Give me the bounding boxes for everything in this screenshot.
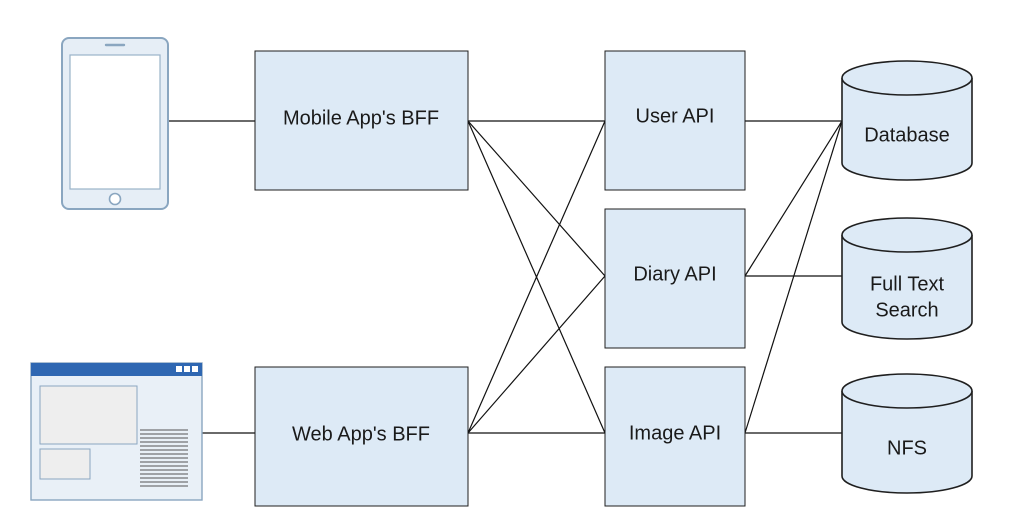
edge-web-bff-to-user-api: [467, 120, 606, 434]
connection-lines: [168, 120, 843, 434]
image-api-label: Image API: [629, 422, 721, 444]
smartphone-icon: [61, 37, 169, 210]
image-api-node: Image API: [604, 366, 746, 507]
mobile-bff-label: Mobile App's BFF: [283, 107, 439, 129]
diary-api-node: Diary API: [604, 208, 746, 349]
mobile-bff-node: Mobile App's BFF: [254, 50, 469, 191]
diary-api-label: Diary API: [633, 263, 716, 285]
nfs-cylinder: NFS: [841, 373, 973, 494]
nfs-label: NFS: [887, 437, 927, 459]
edge-image-api-to-database: [744, 120, 843, 434]
browser-window-icon: [30, 362, 203, 501]
full-text-search-cylinder: Full Text Search: [841, 217, 973, 340]
user-api-label: User API: [636, 105, 715, 127]
web-bff-node: Web App's BFF: [254, 366, 469, 507]
edge-mobile-bff-to-diary-api: [467, 120, 606, 277]
full-text-search-label-line-2: Search: [875, 299, 938, 321]
database-cylinder: Database: [841, 60, 973, 181]
full-text-search-label-line-1: Full Text: [870, 273, 945, 295]
database-label: Database: [864, 124, 950, 146]
edge-diary-api-to-database: [744, 120, 843, 277]
user-api-node: User API: [604, 50, 746, 191]
web-bff-label: Web App's BFF: [292, 423, 430, 445]
edge-web-bff-to-diary-api: [467, 275, 606, 434]
